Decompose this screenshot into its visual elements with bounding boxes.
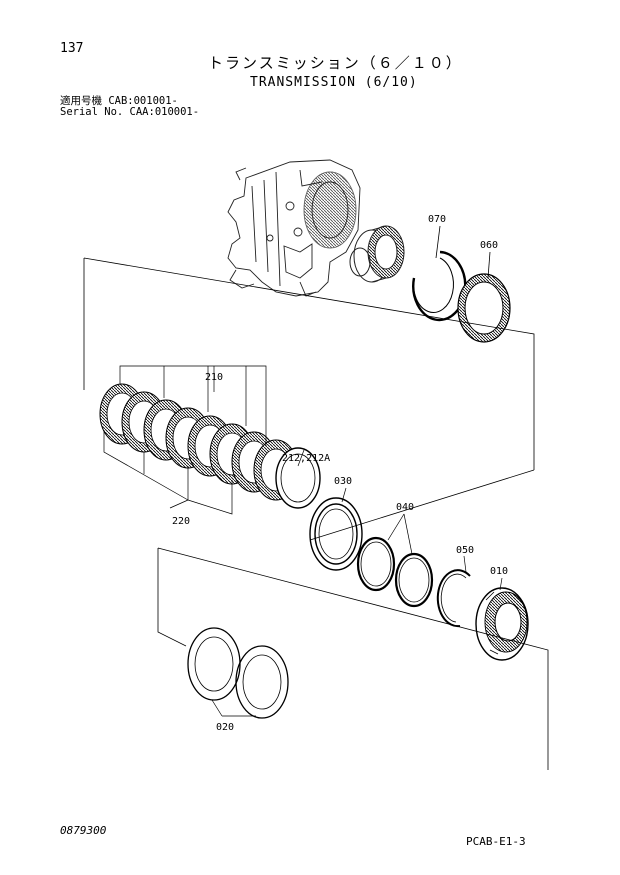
leader-210 xyxy=(119,365,267,446)
page-code: PCAB-E1-3 xyxy=(466,835,526,848)
group-boundary-lower xyxy=(157,547,549,770)
leader-070 xyxy=(435,225,441,259)
seal-ring-040-a xyxy=(356,536,396,592)
callout-040: 040 xyxy=(396,502,414,513)
leader-060 xyxy=(487,251,491,279)
leader-030 xyxy=(341,487,347,503)
callout-212: 212,212A xyxy=(282,453,330,464)
group-boundary-upper xyxy=(83,257,535,541)
page-number: 137 xyxy=(60,41,84,56)
leader-010 xyxy=(499,577,503,591)
applicability-block: 適用号機 CAB:001001- Serial No. CAA:010001- xyxy=(60,96,199,118)
disc-020-b xyxy=(235,645,289,719)
callout-050: 050 xyxy=(456,545,474,556)
callout-210: 210 xyxy=(205,372,223,383)
applicability-line-1: 適用号機 CAB:001001- xyxy=(60,95,178,107)
callout-030: 030 xyxy=(334,476,352,487)
leader-050 xyxy=(463,555,467,573)
callout-060: 060 xyxy=(480,240,498,251)
transmission-housing xyxy=(227,159,361,297)
callout-070: 070 xyxy=(428,214,446,225)
callout-010: 010 xyxy=(490,566,508,577)
applicability-line-2: Serial No. CAA:010001- xyxy=(60,106,200,118)
page-title-en: TRANSMISSION (6/10) xyxy=(250,75,418,90)
piston-housing-010 xyxy=(475,587,529,661)
end-plate-060 xyxy=(457,273,511,343)
clutch-hub xyxy=(349,225,405,283)
callout-020: 020 xyxy=(216,722,234,733)
seal-ring-040-b xyxy=(394,552,434,608)
clutch-disc-pack xyxy=(99,383,321,509)
leader-020 xyxy=(211,699,256,717)
leader-212 xyxy=(297,449,305,467)
document-code: 0879300 xyxy=(60,824,107,837)
snap-ring-050 xyxy=(436,569,471,628)
snap-ring-070 xyxy=(412,250,467,322)
callout-220: 220 xyxy=(172,516,190,527)
leader-220 xyxy=(103,430,233,515)
page-title-jp: トランスミッション（６／１０） xyxy=(208,54,463,72)
piston-030 xyxy=(309,497,363,571)
disc-020-a xyxy=(187,627,241,701)
leader-040 xyxy=(387,513,413,555)
